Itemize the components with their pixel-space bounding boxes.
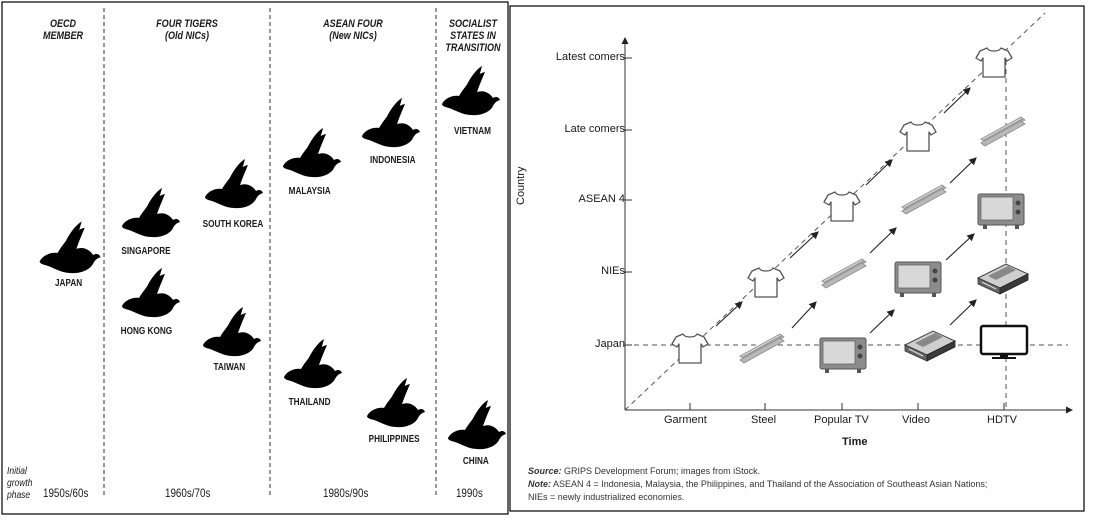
label-indonesia: INDONESIA [370,155,416,166]
duck-malaysia-icon [283,128,341,178]
note-line-1: Note: ASEAN 4 = Indonesia, Malaysia, the… [528,479,987,489]
tshirt-japan-icon [671,333,709,364]
label-philippines: PHILIPPINES [368,434,420,445]
y-axis-label: Country [515,166,527,205]
duck-southkorea-icon [205,159,263,209]
x-tick-garment: Garment [664,414,707,426]
y-tick-asean4: ASEAN 4 [578,193,625,205]
initial-growth-phase-label: Initial growth phase [7,466,33,501]
x-tick-video: Video [902,414,930,426]
label-malaysia: MALAYSIA [288,186,331,197]
tshirt-latecomers-icon [899,121,937,152]
tv-nies-icon [894,261,942,298]
steel-nies-icon [821,258,867,289]
label-japan: JAPAN [54,278,83,289]
duck-taiwan-icon [203,307,261,357]
period-1990s: 1990s [455,486,483,500]
duck-thailand-icon [284,339,342,389]
note-label: Note: [528,479,551,489]
period-1980s: 1980s/90s [322,486,369,500]
steel-latecomers-icon [980,116,1026,147]
x-tick-steel: Steel [751,414,777,426]
header-socialist: SOCIALIST STATES IN TRANSITION [445,18,501,54]
steel-japan-icon [739,333,785,364]
tv-japan-icon [819,337,867,374]
header-oecd: OECD MEMBER [42,18,84,42]
duck-philippines-icon [367,378,425,428]
y-tick-latest-comers: Latest comers [555,51,625,63]
progression-arrows [715,87,977,334]
period-1960s: 1960s/70s [164,486,211,500]
duck-indonesia-icon [362,98,420,148]
note-line-2: NIEs = newly industrialized economies. [528,492,685,502]
left-panel-frame [1,1,509,515]
label-vietnam: VIETNAM [454,126,491,137]
hdtv-japan-icon [979,324,1029,361]
duck-hongkong-icon [122,268,180,318]
video-nies-icon [977,263,1029,295]
source-label: Source: [528,466,562,476]
duck-vietnam-icon [442,66,500,116]
note-text-1: ASEAN 4 = Indonesia, Malaysia, the Phili… [551,479,988,489]
x-tick-popular-tv: Popular TV [814,414,869,426]
source-text: GRIPS Development Forum; images from iSt… [561,466,761,476]
label-hong-kong: HONG KONG [120,326,173,337]
period-1950s: 1950s/60s [42,486,89,500]
source-line: Source: GRIPS Development Forum; images … [528,466,760,476]
steel-asean4-icon [901,184,947,215]
header-four-tigers: FOUR TIGERS (Old NICs) [156,18,218,42]
label-south-korea: SOUTH KOREA [202,219,264,230]
label-singapore: SINGAPORE [121,246,171,257]
duck-singapore-icon [122,188,180,238]
header-asean-four: ASEAN FOUR (New NICs) [323,18,383,42]
label-taiwan: TAIWAN [213,362,246,373]
y-tick-nies: NIEs [601,265,625,277]
duck-china-icon [448,400,506,450]
tv-asean4-icon [977,193,1025,230]
y-tick-late-comers: Late comers [564,123,625,135]
label-china: CHINA [462,456,489,467]
video-japan-icon [904,330,956,362]
tshirt-nies-icon [747,267,785,298]
duck-japan-icon [39,221,101,274]
x-axis-label: Time [842,436,868,448]
y-tick-japan: Japan [595,338,625,350]
x-tick-hdtv: HDTV [987,414,1017,426]
label-thailand: THAILAND [288,397,331,408]
right-panel-frame [509,5,1085,512]
